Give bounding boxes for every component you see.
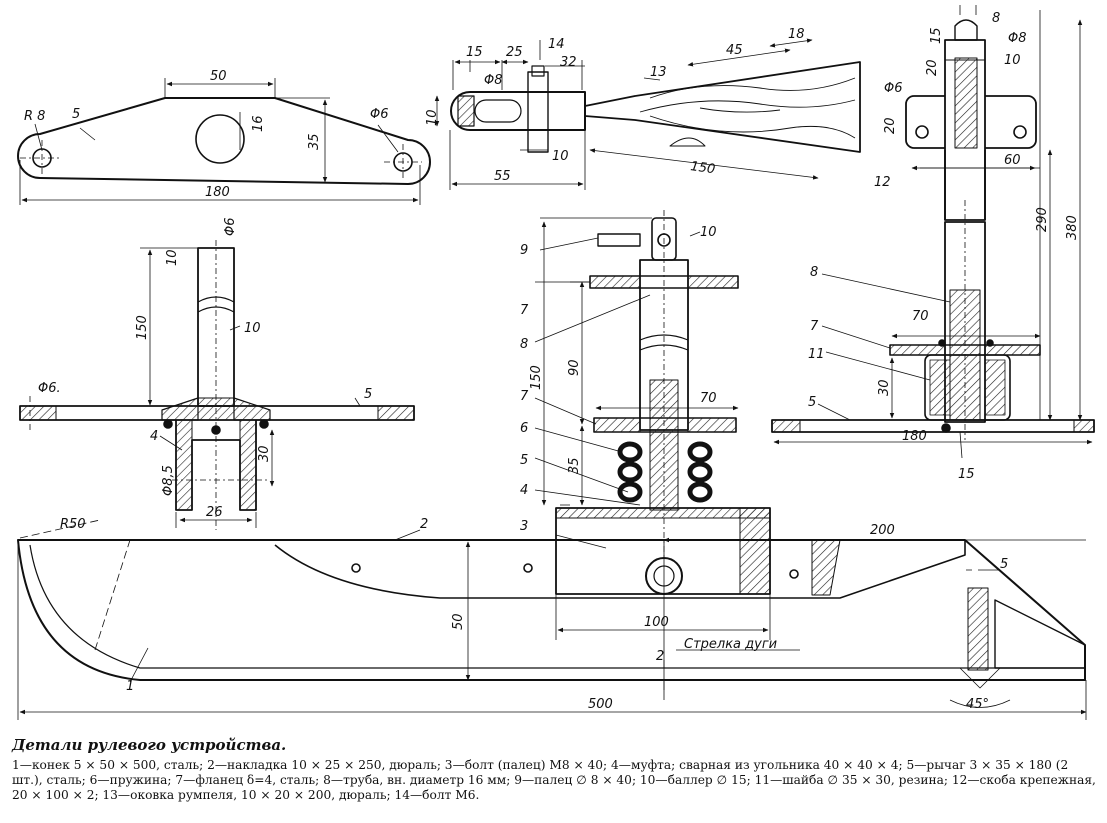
- lever-part-5: [17, 78, 431, 205]
- callout-2: 2: [420, 517, 428, 532]
- callout-7-upper: 7: [520, 303, 529, 318]
- callout-14: 14: [548, 37, 565, 52]
- callout-10-left: 10: [244, 321, 261, 336]
- label-stock-phi85: Φ8,5: [161, 465, 176, 496]
- callout-7-lower: 7: [520, 389, 529, 404]
- label-bracket-phi8: Φ8: [1008, 31, 1027, 46]
- dim-stock-10: 10: [165, 249, 180, 266]
- dim-skate-100: 100: [644, 615, 669, 630]
- callout-1: 1: [126, 679, 134, 694]
- dim-tiller-10a: 10: [425, 109, 440, 126]
- dim-right-180: 180: [902, 429, 927, 444]
- label-lever-r8: R 8: [24, 109, 45, 124]
- centre-assembly: [540, 210, 739, 560]
- steering-gear-drawing: 50 R 8 5 16 35 Φ6 180 15 25 14 32 45 18 …: [17, 5, 1095, 720]
- callout-4-left: 4: [150, 429, 158, 444]
- callout-5-centre: 5: [520, 453, 528, 468]
- dim-bracket-20: 20: [925, 59, 940, 76]
- callout-11: 11: [808, 347, 825, 362]
- caption-body: 1—конек 5 × 50 × 500, сталь; 2—накладка …: [12, 758, 1096, 802]
- dim-tiller-10b: 10: [552, 149, 569, 164]
- callout-13: 13: [650, 65, 667, 80]
- bracket-part-12: [905, 5, 1083, 421]
- callout-6: 6: [520, 421, 528, 436]
- callout-9: 9: [520, 243, 528, 258]
- dim-stock-150: 150: [135, 315, 150, 340]
- callout-7-right: 7: [810, 319, 819, 334]
- rudder-stock-assembly: [19, 240, 415, 530]
- dim-skate-200: 200: [870, 523, 895, 538]
- dim-tiller-18: 18: [788, 27, 805, 42]
- label-stock-phi6: Φ6: [223, 217, 238, 236]
- dim-bracket-8: 8: [992, 11, 1000, 26]
- label-tiller-phi8: Φ8: [484, 73, 503, 88]
- dim-centre-150: 150: [529, 365, 544, 390]
- callout-12: 12: [874, 175, 891, 190]
- label-angle-45: 45°: [966, 697, 989, 712]
- dim-stock-30: 30: [257, 445, 272, 462]
- caption-title: Детали рулевого устройства.: [12, 736, 287, 754]
- dim-tiller-45: 45: [726, 43, 743, 58]
- dim-skate-500: 500: [588, 697, 613, 712]
- skate-part-1: [17, 507, 1087, 720]
- callout-5-left: 5: [364, 387, 372, 402]
- callout-5-right: 5: [808, 395, 816, 410]
- dim-lever-50: 50: [210, 69, 227, 84]
- dim-lever-16: 16: [251, 115, 266, 132]
- dim-tiller-55: 55: [494, 169, 511, 184]
- label-lever-phi6: Φ6: [370, 107, 389, 122]
- dim-tiller-150: 150: [689, 159, 716, 177]
- callout-5: 5: [72, 107, 80, 122]
- dim-lever-35: 35: [307, 133, 322, 150]
- dim-centre-35: 35: [567, 457, 582, 474]
- right-assembly: [771, 200, 1095, 445]
- callout-15: 15: [958, 467, 975, 482]
- dim-tiller-15: 15: [466, 45, 483, 60]
- dim-bracket-20b: 20: [883, 117, 898, 134]
- dim-bracket-60: 60: [1004, 153, 1021, 168]
- dim-right-30: 30: [877, 379, 892, 396]
- dim-skate-5: 5: [1000, 557, 1008, 572]
- dim-bracket-10: 10: [1004, 53, 1021, 68]
- dim-tiller-25: 25: [506, 45, 523, 60]
- label-bracket-phi6: Φ6: [884, 81, 903, 96]
- leader-lines: [159, 231, 963, 506]
- dim-skate-50: 50: [451, 613, 466, 630]
- dim-bracket-15: 15: [929, 27, 944, 44]
- dim-bracket-290: 290: [1035, 207, 1050, 232]
- dim-lever-180: 180: [205, 185, 230, 200]
- label-arc-sag: Стрелка дуги: [684, 637, 777, 652]
- callout-10-centre: 10: [700, 225, 717, 240]
- callout-8-right: 8: [810, 265, 818, 280]
- callout-4-centre: 4: [520, 483, 528, 498]
- dim-centre-90: 90: [567, 359, 582, 376]
- label-skate-r50: R50: [60, 517, 86, 532]
- callout-3: 3: [520, 519, 528, 534]
- dim-skate-2: 2: [656, 649, 664, 664]
- dim-right-70: 70: [912, 309, 929, 324]
- dim-tiller-32: 32: [560, 55, 577, 70]
- dim-centre-70: 70: [700, 391, 717, 406]
- dim-bracket-380: 380: [1065, 215, 1080, 240]
- tiller-fitting-part-13: [434, 38, 861, 190]
- dim-stock-26: 26: [206, 505, 223, 520]
- figure-caption: Детали рулевого устройства. 1—конек 5 × …: [12, 736, 1097, 803]
- callout-8-centre: 8: [520, 337, 528, 352]
- label-stock-phi6b: Φ6.: [38, 381, 61, 396]
